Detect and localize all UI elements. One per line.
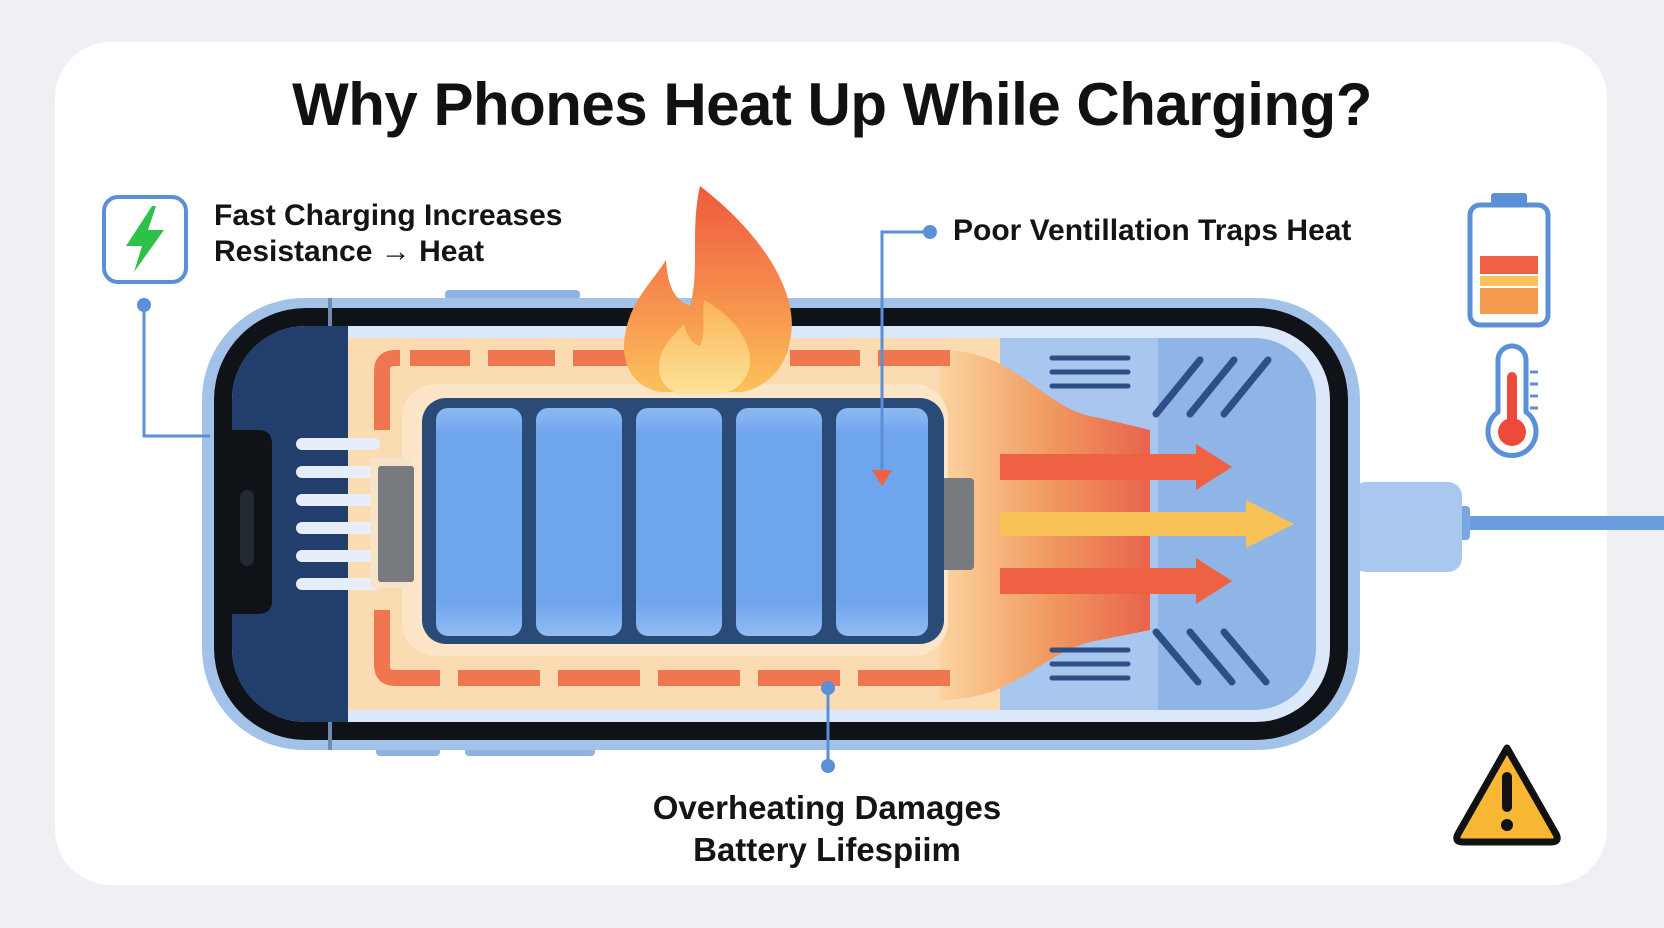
battery-terminal-left xyxy=(378,466,414,582)
callout-connectors xyxy=(142,230,930,766)
battery-cell xyxy=(436,408,522,636)
battery-cell xyxy=(836,408,928,636)
battery-level-icon xyxy=(1467,193,1551,328)
overheating-line-1: Overheating Damages xyxy=(652,789,1002,826)
flame-icon xyxy=(624,186,792,394)
lightning-bolt-icon xyxy=(102,195,188,284)
connector-pins xyxy=(296,438,380,590)
vent-pointer-marker xyxy=(872,470,892,486)
battery-cell xyxy=(636,408,722,636)
battery-cell xyxy=(736,408,822,636)
fast-charging-callout: Fast Charging Increases Resistance → Hea… xyxy=(214,198,562,270)
diagram-title: Why Phones Heat Up While Charging? xyxy=(292,71,1372,138)
battery-terminal-right xyxy=(940,478,974,570)
ventilation-callout: Poor Ventillation Traps Heat xyxy=(953,213,1351,249)
heat-ring xyxy=(374,350,950,686)
heat-arrows xyxy=(1000,444,1294,604)
callout-dots xyxy=(137,225,937,773)
ventilation-text: Poor Ventillation Traps Heat xyxy=(953,214,1352,247)
fast-charging-line-1: Fast Charging Increases xyxy=(214,199,563,232)
overheating-callout: Overheating Damages Battery Lifespiim xyxy=(600,787,1054,871)
overheating-line-2: Battery Lifespiim xyxy=(693,831,961,868)
warning-triangle-icon xyxy=(1453,744,1561,846)
battery-cell xyxy=(536,408,622,636)
thermometer-icon xyxy=(1485,343,1539,458)
charging-cable xyxy=(1352,482,1664,572)
fast-charging-line-2: Resistance → Heat xyxy=(214,235,485,268)
vent-slots xyxy=(1049,355,1272,686)
battery-pack xyxy=(422,398,944,644)
